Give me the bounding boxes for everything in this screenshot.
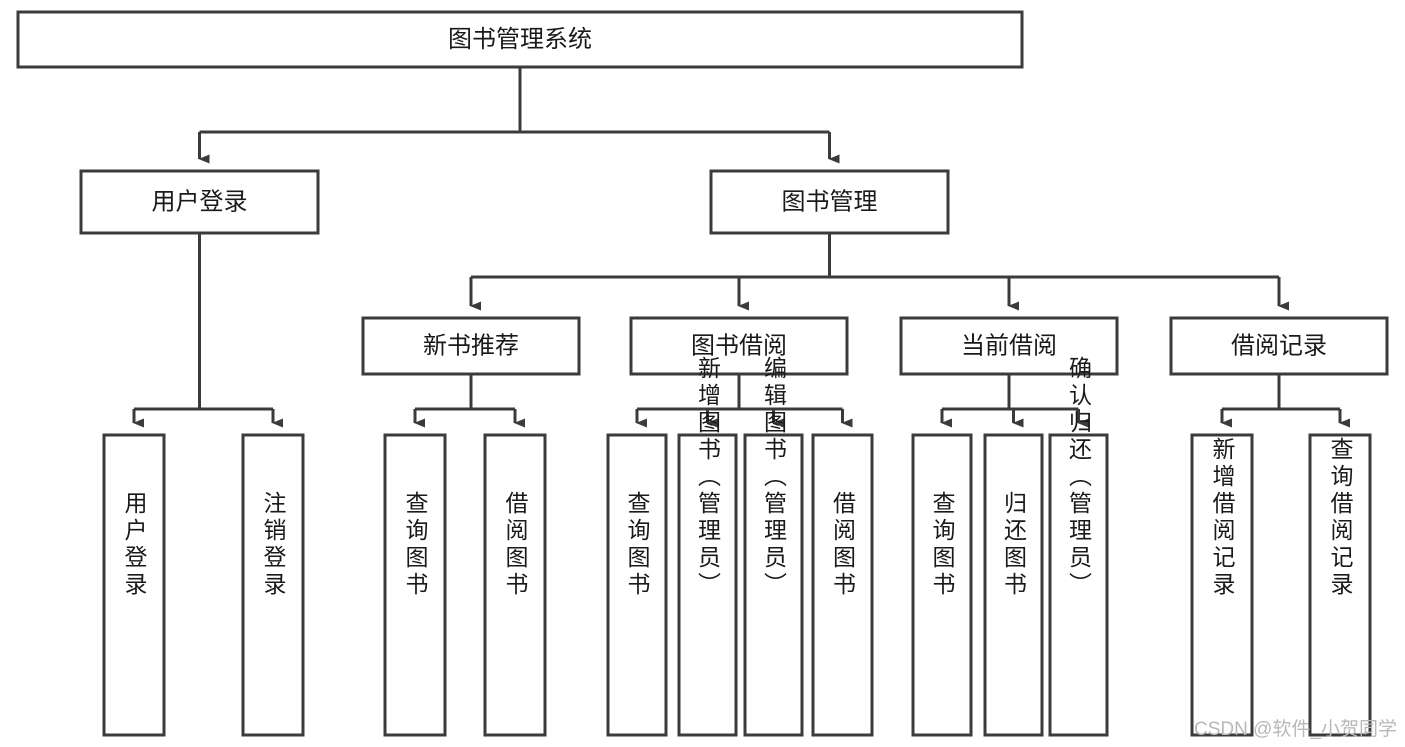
node-box[interactable]: [241, 433, 305, 737]
node-label: 图书管理系统: [448, 26, 592, 53]
node-label: 新增图书（管理员）: [695, 356, 722, 599]
node-label: 查询图书: [624, 491, 651, 599]
node-leaf_3[interactable]: 借阅图书: [483, 433, 547, 737]
node-leaf_9[interactable]: 归还图书: [983, 433, 1044, 737]
node-box[interactable]: [743, 433, 804, 737]
node-box[interactable]: [1048, 433, 1109, 737]
node-l3_1[interactable]: 图书借阅: [629, 316, 849, 376]
node-box[interactable]: [899, 316, 1119, 376]
node-box[interactable]: [709, 169, 950, 235]
node-box[interactable]: [811, 433, 874, 737]
node-l2_1[interactable]: 图书管理: [709, 169, 950, 235]
node-label: 借阅记录: [1231, 332, 1327, 359]
node-box[interactable]: [606, 433, 668, 737]
node-label: 查询图书: [929, 491, 956, 599]
node-box[interactable]: [361, 316, 581, 376]
node-label: 新书推荐: [423, 332, 519, 359]
node-leaf_4[interactable]: 查询图书: [606, 433, 668, 737]
node-leaf_7[interactable]: 借阅图书: [811, 433, 874, 737]
node-box[interactable]: [79, 169, 320, 235]
node-label: 注销登录: [260, 491, 287, 599]
node-leaf_11[interactable]: 新增借阅记录: [1190, 433, 1254, 737]
node-label: 查询借阅记录: [1327, 437, 1354, 599]
node-root[interactable]: 图书管理系统: [16, 10, 1024, 69]
node-box[interactable]: [483, 433, 547, 737]
node-label: 用户登录: [121, 491, 148, 599]
node-box[interactable]: [16, 10, 1024, 69]
node-label: 当前借阅: [961, 332, 1057, 359]
node-leaf_2[interactable]: 查询图书: [383, 433, 447, 737]
node-leaf_8[interactable]: 查询图书: [911, 433, 973, 737]
edge-layer: [132, 67, 1350, 428]
node-leaf_6[interactable]: 编辑图书（管理员）: [743, 356, 804, 737]
node-l3_3[interactable]: 借阅记录: [1169, 316, 1389, 376]
node-l3_2[interactable]: 当前借阅: [899, 316, 1119, 376]
node-l2_0[interactable]: 用户登录: [79, 169, 320, 235]
node-label: 编辑图书（管理员）: [761, 356, 788, 599]
node-box[interactable]: [1169, 316, 1389, 376]
node-label: 借阅图书: [502, 491, 529, 599]
node-label: 用户登录: [152, 188, 248, 215]
node-label: 查询图书: [402, 491, 429, 599]
node-box[interactable]: [102, 433, 166, 737]
node-label: 新增借阅记录: [1209, 437, 1236, 599]
node-leaf_0[interactable]: 用户登录: [102, 433, 166, 737]
node-layer: 图书管理系统用户登录图书管理新书推荐图书借阅当前借阅借阅记录用户登录注销登录查询…: [16, 10, 1389, 737]
node-label: 确认归还（管理员）: [1066, 356, 1093, 599]
node-leaf_1[interactable]: 注销登录: [241, 433, 305, 737]
node-box[interactable]: [1190, 433, 1254, 737]
node-box[interactable]: [677, 433, 738, 737]
node-leaf_12[interactable]: 查询借阅记录: [1308, 433, 1372, 737]
node-box[interactable]: [629, 316, 849, 376]
node-label: 图书管理: [782, 188, 878, 215]
node-l3_0[interactable]: 新书推荐: [361, 316, 581, 376]
node-box[interactable]: [983, 433, 1044, 737]
node-leaf_10[interactable]: 确认归还（管理员）: [1048, 356, 1109, 737]
node-box[interactable]: [383, 433, 447, 737]
node-label: 图书借阅: [691, 332, 787, 359]
node-label: 借阅图书: [830, 491, 857, 599]
node-leaf_5[interactable]: 新增图书（管理员）: [677, 356, 738, 737]
node-box[interactable]: [1308, 433, 1372, 737]
node-box[interactable]: [911, 433, 973, 737]
node-label: 归还图书: [1001, 491, 1028, 599]
